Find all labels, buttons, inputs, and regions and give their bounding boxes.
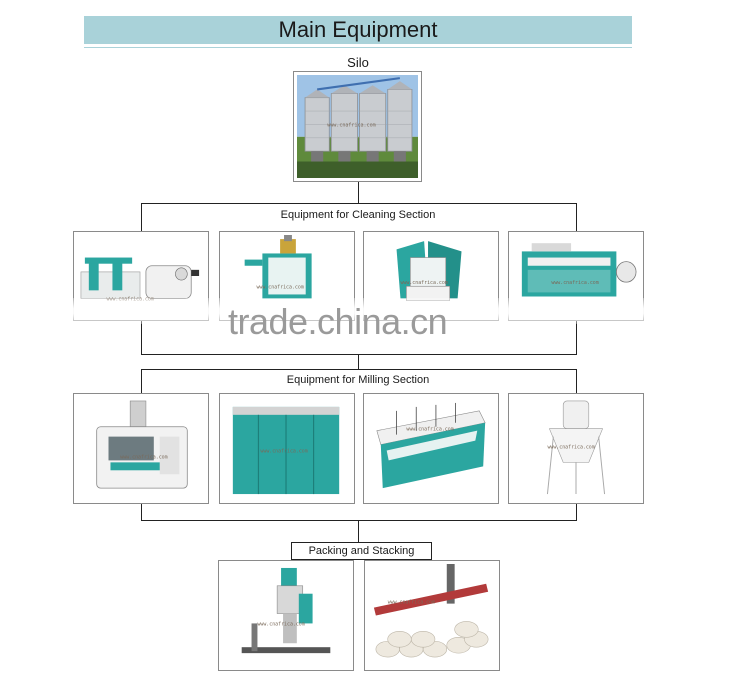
packing-machine-photo: www.cnafrica.com [218, 560, 354, 671]
milling-machine-photo: www.cnafrica.com [73, 393, 209, 504]
page-title-bar: Main Equipment [84, 16, 632, 44]
watermark-text: trade.china.cn [228, 301, 448, 342]
svg-text:www.cnafrica.com: www.cnafrica.com [547, 444, 594, 450]
milling-section-label: Equipment for Milling Section [286, 374, 430, 386]
milling-machine-photo: www.cnafrica.com [508, 393, 644, 504]
connector-line [358, 355, 359, 369]
title-underline [84, 47, 632, 48]
silo-photo: www.cnafrica.com [293, 71, 422, 182]
connector-line [358, 182, 359, 203]
page-title: Main Equipment [278, 17, 438, 42]
cleaning-section-label: Equipment for Cleaning Section [280, 209, 436, 221]
svg-text:www.cnafrica.com: www.cnafrica.com [256, 284, 303, 290]
svg-text:www.cnafrica.com: www.cnafrica.com [400, 280, 447, 286]
milling-machine-photo: www.cnafrica.com [363, 393, 499, 504]
packing-section-label: Packing and Stacking [308, 545, 415, 557]
connector-line [358, 521, 359, 542]
watermark-band [66, 298, 646, 324]
packing-label-box [291, 542, 432, 560]
svg-text:www.cnafrica.com: www.cnafrica.com [406, 427, 453, 433]
svg-text:www.cnafrica.com: www.cnafrica.com [551, 280, 598, 286]
silo-label: Silo [347, 55, 369, 70]
svg-text:www.cnafrica.com: www.cnafrica.com [257, 621, 304, 627]
svg-text:www.cnafrica.com: www.cnafrica.com [260, 448, 307, 454]
svg-text:www.cnafrica.com: www.cnafrica.com [327, 122, 375, 128]
svg-text:www.cnafrica.com: www.cnafrica.com [120, 454, 167, 460]
svg-text:www.cnafrica.com: www.cnafrica.com [388, 600, 435, 606]
milling-machine-photo: www.cnafrica.com [219, 393, 355, 504]
packing-machine-photo: www.cnafrica.com [364, 560, 500, 671]
